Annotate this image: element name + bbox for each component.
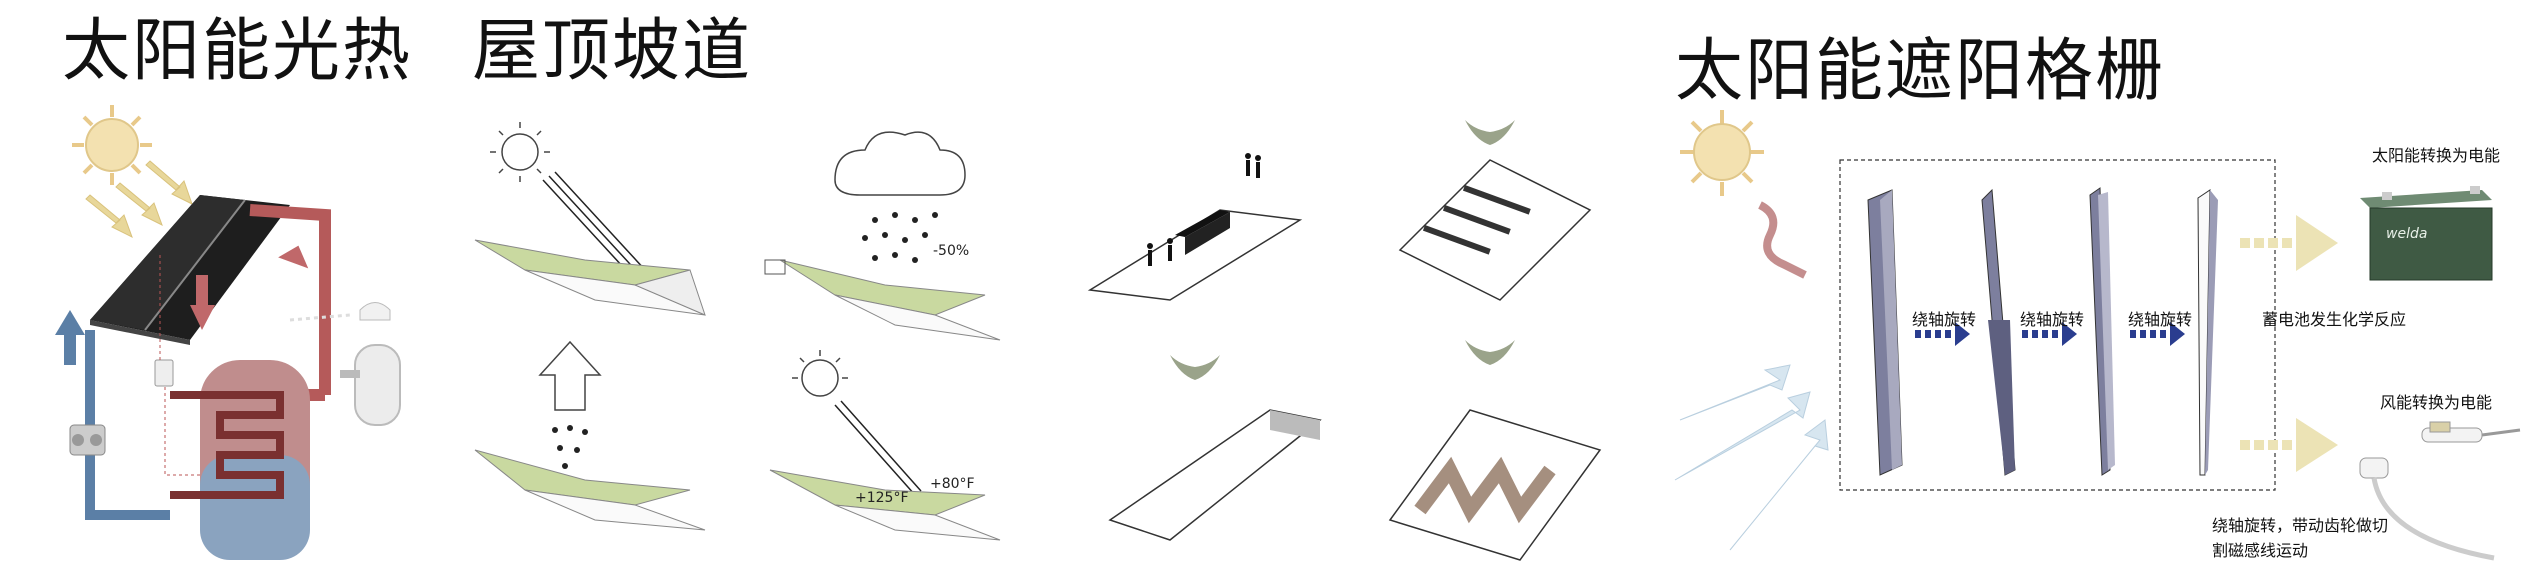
battery-icon: welda bbox=[2360, 186, 2493, 281]
solar-thermal-diagram bbox=[55, 105, 401, 560]
hot-water-tank bbox=[170, 360, 310, 560]
rain-percent: -50% bbox=[933, 243, 969, 259]
cloud-icon bbox=[834, 131, 966, 196]
battery-reaction-label: 蓄电池发生化学反应 bbox=[2262, 310, 2407, 329]
louver-1 bbox=[1867, 189, 1903, 476]
solar-shading-diagram: welda bbox=[1674, 110, 2521, 561]
wind-to-electric-label: 风能转换为电能 bbox=[2380, 393, 2493, 412]
person-icon bbox=[1147, 153, 1261, 266]
solar-panel bbox=[90, 195, 290, 345]
solar-to-electric-label: 太阳能转换为电能 bbox=[2372, 146, 2501, 165]
title-solar-shading: 太阳能遮阳格栅 bbox=[1675, 32, 2166, 111]
wind-turbine-icon bbox=[2359, 421, 2521, 561]
sun-icon bbox=[72, 105, 152, 185]
sun-icon bbox=[1680, 110, 1764, 196]
louver-4 bbox=[2197, 189, 2218, 476]
space-diagrams bbox=[1087, 120, 1602, 561]
rotate-label-2: 绕轴旋转 bbox=[2020, 310, 2085, 329]
battery-brand: welda bbox=[2386, 226, 2427, 242]
louver-3 bbox=[2089, 187, 2115, 476]
rotate-arrow-3 bbox=[2130, 322, 2185, 346]
rotate-label-3: 绕轴旋转 bbox=[2128, 310, 2193, 329]
roof-ramp-diagram: -50% +80°F +125°F bbox=[474, 122, 1001, 541]
title-roof-ramp: 屋顶坡道 bbox=[472, 12, 753, 91]
rotate-arrow-1 bbox=[1915, 322, 1970, 346]
sun-icon bbox=[490, 122, 550, 182]
rotate-arrow-2 bbox=[2022, 322, 2077, 346]
temp-roof: +80°F bbox=[930, 476, 975, 492]
bottom-note-line2: 割磁感线运动 bbox=[2212, 541, 2309, 560]
rotate-label-1: 绕轴旋转 bbox=[1912, 310, 1977, 329]
bottom-note-line1: 绕轴旋转，带动齿轮做切 bbox=[2212, 516, 2389, 535]
temp-below: +125°F bbox=[855, 490, 909, 506]
sun-icon bbox=[792, 350, 848, 397]
louver-2 bbox=[1981, 188, 2016, 476]
title-solar-thermal: 太阳能光热 bbox=[62, 12, 413, 91]
